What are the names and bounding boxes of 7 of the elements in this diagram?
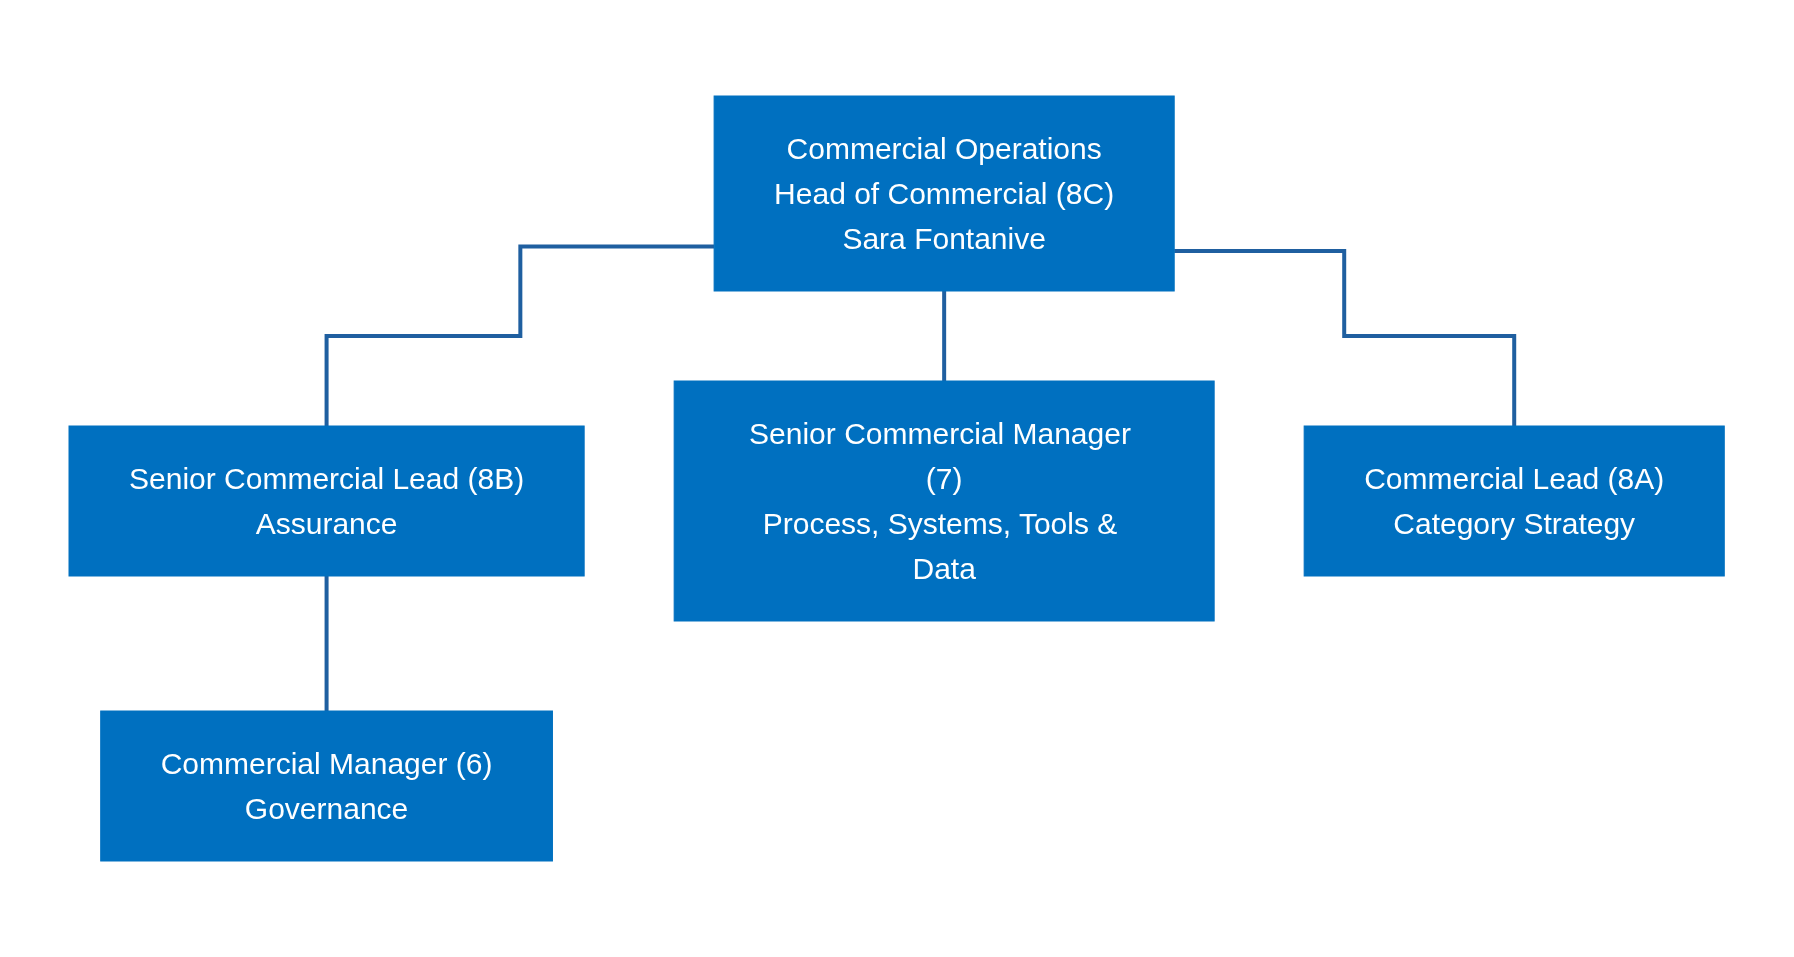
connector (324, 244, 715, 428)
node-box: Commercial Operations Head of Commercial (8C) Sara Fontanive (713, 95, 1176, 292)
node-box: Senior Commercial Manager (7) Process, Systems, Tools & Data (674, 380, 1215, 622)
node-box: Commercial Manager (6) Governance (100, 710, 554, 862)
node-box: Commercial Lead (8A) Category Strategy (1304, 425, 1726, 577)
connector (1174, 249, 1517, 428)
node-box: Senior Commercial Lead (8B) Assurance (68, 425, 585, 577)
